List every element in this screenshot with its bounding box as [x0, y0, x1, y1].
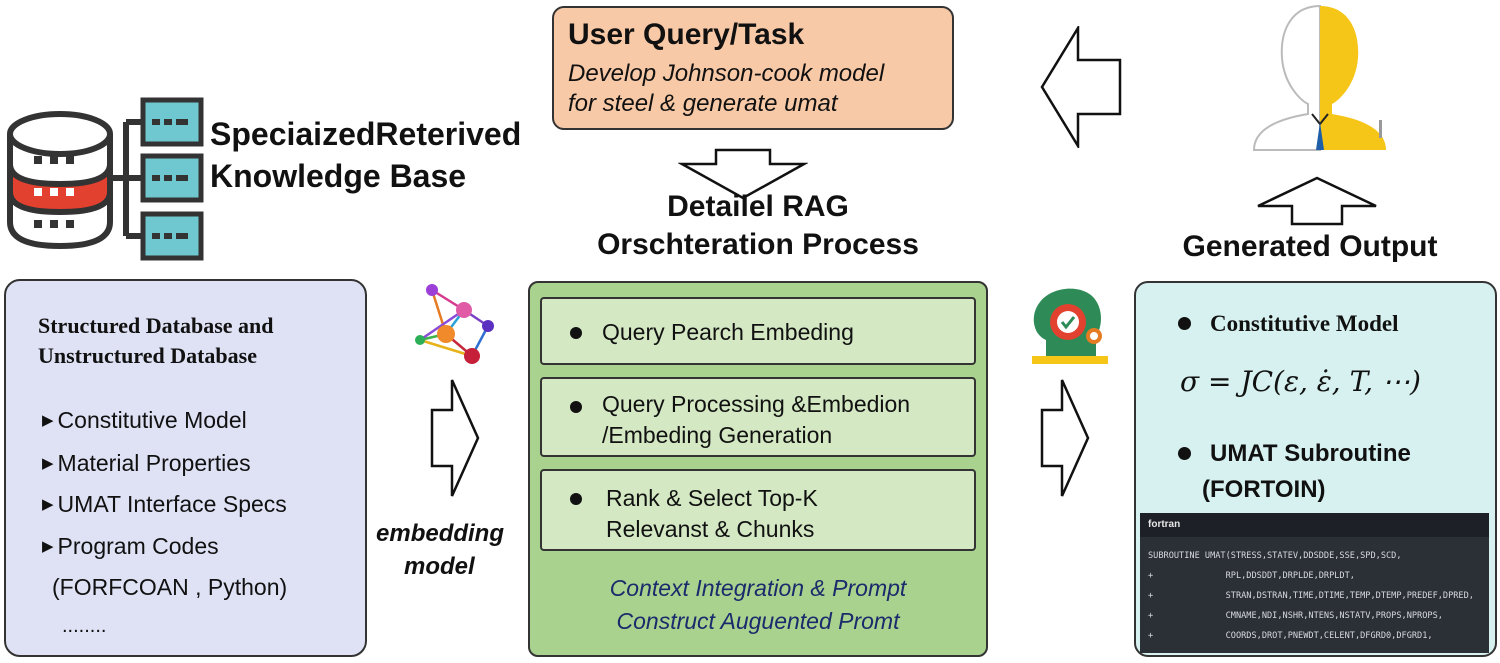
code-block: fortran SUBROUTINE UMAT(STRESS,STATEV,DD…	[1140, 513, 1489, 653]
bullet-icon	[570, 493, 582, 505]
database-item: ▶Material Properties	[42, 450, 251, 476]
output-box: Constitutive Model σ = JC(ε, ε̇, T, ⋯) U…	[1134, 281, 1497, 657]
bullet-icon	[1178, 447, 1191, 460]
network-icon	[415, 284, 494, 364]
user-query-box: User Query/Task Develop Johnson-cook mod…	[552, 6, 954, 130]
database-icon	[7, 111, 144, 250]
embedding-label-line1: embedding	[376, 520, 505, 547]
server-icon	[140, 97, 204, 261]
code-line: + RPL,DDSDDT,DRPLDE,DRPLDT,	[1148, 571, 1355, 581]
database-ellipsis: ........	[62, 615, 107, 637]
left-arrow-icon	[1040, 26, 1122, 148]
down-arrow-icon	[678, 148, 808, 200]
up-arrow-icon	[1257, 176, 1377, 226]
rag-process-box: Query Pearch Embeding Query Processing &…	[528, 281, 988, 657]
user-avatar-icon	[1252, 4, 1386, 151]
right-arrow-icon	[430, 379, 480, 497]
right-arrow-icon	[1040, 379, 1090, 497]
database-item: ▶Constitutive Model	[42, 407, 247, 433]
bullet-icon	[570, 327, 582, 339]
query-text-line2: for steel & generate umat	[568, 90, 838, 117]
jc-formula: σ = JC(ε, ε̇, T, ⋯)	[1180, 365, 1421, 398]
database-title-line2: Unstructured Database	[38, 343, 257, 368]
database-item-sub: (FORFCOAN , Python)	[52, 574, 288, 600]
kb-title-line2: Knowledge Base	[210, 158, 467, 194]
database-item: ▶Program Codes	[42, 533, 219, 559]
code-line: SUBROUTINE UMAT(STRESS,STATEV,DDSDDE,SSE…	[1148, 551, 1402, 561]
bullet-icon	[570, 401, 582, 413]
rag-step: Query Processing &Embedion /Embeding Gen…	[540, 377, 976, 457]
query-title: User Query/Task	[568, 18, 805, 51]
query-text-line1: Develop Johnson-cook model	[568, 60, 885, 87]
output-title: Generated Output	[1182, 230, 1438, 263]
rag-title-line2: Orschteration Process	[597, 228, 919, 261]
ai-brain-icon	[1032, 288, 1108, 364]
rag-step: Query Pearch Embeding	[540, 297, 976, 365]
bullet-icon	[1178, 317, 1191, 330]
database-box: Structured Database and Unstructured Dat…	[4, 279, 367, 657]
rag-title-line1: Detailel RAG	[667, 190, 849, 223]
rag-note-line1: Context Integration & Prompt	[609, 575, 907, 601]
kb-title-line1: SpeciaizedReterived	[210, 116, 522, 152]
database-item: ▶UMAT Interface Specs	[42, 491, 287, 517]
code-language-label: fortran	[1140, 513, 1489, 537]
umat-label-line1: UMAT Subroutine	[1210, 440, 1411, 467]
embedding-label-line2: model	[404, 553, 475, 580]
rag-note-line2: Construct Auguented Promt	[616, 608, 900, 634]
code-line: + COORDS,DROT,PNEWDT,CELENT,DFGRD0,DFGRD…	[1148, 631, 1433, 641]
code-line: + CMNAME,NDI,NSHR,NTENS,NSTATV,PROPS,NPR…	[1148, 611, 1443, 621]
umat-label-line2: (FORTOIN)	[1202, 476, 1326, 503]
code-line: + STRAN,DSTRAN,TIME,DTIME,TEMP,DTEMP,PRE…	[1148, 591, 1474, 601]
database-title-line1: Structured Database and	[38, 313, 274, 338]
rag-step: Rank & Select Top-K Relevanst & Chunks	[540, 469, 976, 551]
constitutive-model-label: Constitutive Model	[1210, 311, 1399, 336]
